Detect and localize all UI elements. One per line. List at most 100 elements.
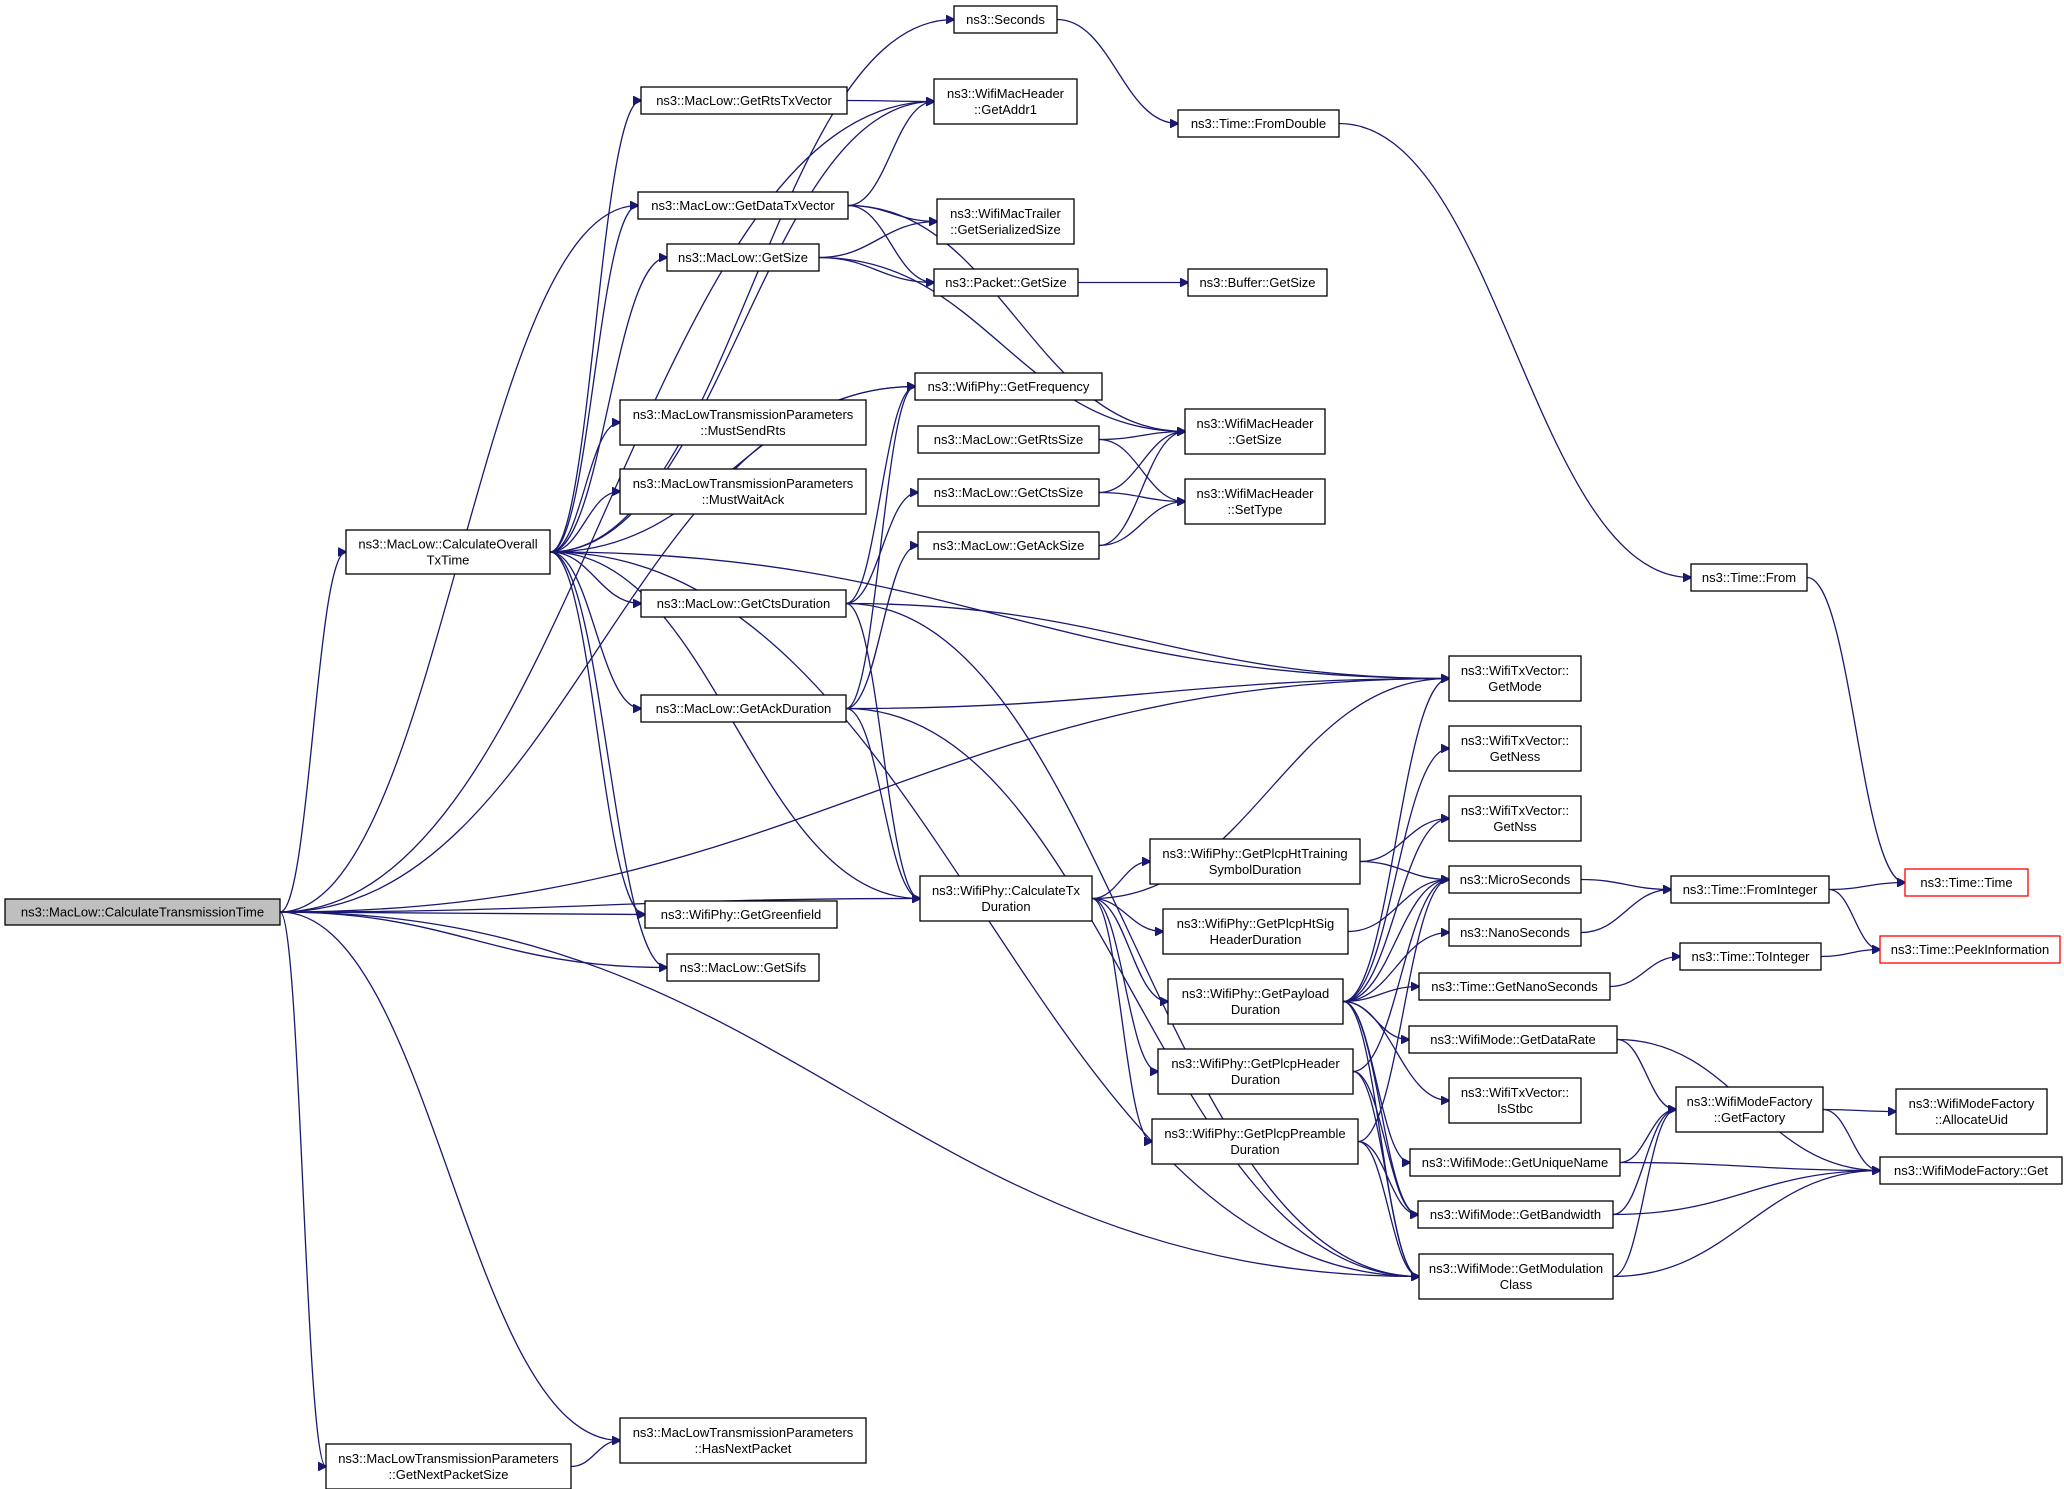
node-has-next-packet[interactable]: ns3::MacLowTransmissionParameters::HasNe… [619,1417,867,1464]
node-label: ns3::Packet::GetSize [945,275,1066,290]
edge-get_rts_tx_vector-to-hdr_get_addr1 [846,101,934,102]
edge-calc_tx_duration-to-ht_training [1091,862,1150,900]
node-trailer-serialized-size[interactable]: ns3::WifiMacTrailer::GetSerializedSize [936,198,1075,245]
node-must-wait-ack[interactable]: ns3::MacLowTransmissionParameters::MustW… [619,468,867,515]
node-box [1448,1077,1582,1124]
node-label: GetMode [1488,679,1541,694]
edge-get_ack_duration-to-get_ack_size [845,546,918,710]
node-hdr-get-addr1[interactable]: ns3::WifiMacHeader::GetAddr1 [933,78,1078,125]
node-get-rts-tx-vector[interactable]: ns3::MacLow::GetRtsTxVector [640,86,848,115]
node-get-ack-size[interactable]: ns3::MacLow::GetAckSize [917,531,1100,560]
node-get-next-packet-size[interactable]: ns3::MacLowTransmissionParameters::GetNe… [325,1443,572,1489]
edge-time_from-to-time_time [1806,576,1905,883]
edge-get_ack_size-to-hdr_get_size [1098,432,1185,547]
node-root[interactable]: ns3::MacLow::CalculateTransmissionTime [4,898,281,926]
node-label: ns3::WifiMacHeader [947,86,1065,101]
node-factory-allocate-uid[interactable]: ns3::WifiModeFactory::AllocateUid [1895,1088,2048,1135]
node-peek-information[interactable]: ns3::Time::PeekInformation [1879,935,2061,964]
node-get-cts-size[interactable]: ns3::MacLow::GetCtsSize [917,478,1100,507]
node-label: ns3::MacLow::CalculateTransmissionTime [21,905,264,920]
node-label: ns3::MacLowTransmissionParameters [633,407,854,422]
node-box [666,953,820,982]
node-label: ns3::Time::From [1702,570,1796,585]
node-mode-unique-name[interactable]: ns3::WifiMode::GetUniqueName [1409,1148,1621,1177]
node-ht-training[interactable]: ns3::WifiPhy::GetPlcpHtTrainingSymbolDur… [1149,838,1361,885]
edge-seconds-to-time_from_double [1056,18,1178,124]
edge-plcp_preamble_duration-to-micro_seconds [1357,880,1449,1143]
node-box [1418,1253,1614,1300]
node-buffer-get-size[interactable]: ns3::Buffer::GetSize [1187,268,1328,297]
node-get-greenfield[interactable]: ns3::WifiPhy::GetGreenfield [644,900,838,929]
node-txv-is-stbc[interactable]: ns3::WifiTxVector::IsStbc [1448,1077,1582,1124]
edge-time_to_integer-to-peek_information [1820,950,1880,958]
node-box [914,372,1103,401]
node-label: ns3::WifiPhy::GetPlcpHtSig [1177,916,1335,931]
node-label: ns3::MacLowTransmissionParameters [633,476,854,491]
node-time-time[interactable]: ns3::Time::Time [1904,868,2029,897]
node-box [1675,1086,1824,1133]
edge-mode_data_rate-to-factory_get_factory [1616,1038,1676,1110]
edge-calc_overall-to-txv_get_mode [549,551,1449,679]
node-box [1679,942,1822,971]
node-get-rts-size[interactable]: ns3::MacLow::GetRtsSize [917,425,1100,454]
node-mode-bandwidth[interactable]: ns3::WifiMode::GetBandwidth [1417,1200,1614,1229]
node-factory-get[interactable]: ns3::WifiModeFactory::Get [1879,1156,2063,1185]
edge-get_cts_duration-to-txv_get_mode [845,602,1449,679]
node-nano-seconds[interactable]: ns3::NanoSeconds [1448,918,1582,947]
node-time-from-double[interactable]: ns3::Time::FromDouble [1177,109,1340,138]
node-box [640,694,847,723]
edge-calc_tx_duration-to-plcp_preamble_duration [1091,897,1152,1142]
edge-get_data_tx_vector-to-packet_get_size [847,204,934,283]
node-mode-data-rate[interactable]: ns3::WifiMode::GetDataRate [1408,1025,1618,1054]
edge-get_next_packet_size-to-has_next_packet [570,1441,620,1468]
node-factory-get-factory[interactable]: ns3::WifiModeFactory::GetFactory [1675,1086,1824,1133]
node-time-from[interactable]: ns3::Time::From [1690,563,1808,592]
node-time-to-integer[interactable]: ns3::Time::ToInteger [1679,942,1822,971]
node-txv-get-ness[interactable]: ns3::WifiTxVector::GetNess [1448,725,1582,772]
node-seconds[interactable]: ns3::Seconds [953,5,1058,34]
node-hdr-set-type[interactable]: ns3::WifiMacHeader::SetType [1184,478,1326,525]
node-box [325,1443,572,1489]
node-label: ns3::Time::PeekInformation [1891,942,2049,957]
node-get-ack-duration[interactable]: ns3::MacLow::GetAckDuration [640,694,847,723]
node-hdr-get-size[interactable]: ns3::WifiMacHeader::GetSize [1184,408,1326,455]
node-txv-get-mode[interactable]: ns3::WifiTxVector::GetMode [1448,655,1582,702]
node-time-get-nano[interactable]: ns3::Time::GetNanoSeconds [1418,972,1611,1001]
node-label: ns3::MacLow::GetAckSize [933,538,1085,553]
node-box [1157,1048,1354,1095]
node-box [1184,408,1326,455]
node-maclow-get-size[interactable]: ns3::MacLow::GetSize [666,243,820,272]
node-get-cts-duration[interactable]: ns3::MacLow::GetCtsDuration [640,589,847,618]
node-box [953,5,1058,34]
edge-calc_overall-to-must_send_rts [549,423,620,553]
node-label: ns3::WifiMode::GetUniqueName [1422,1155,1608,1170]
node-label: Duration [1231,1002,1280,1017]
node-must-send-rts[interactable]: ns3::MacLowTransmissionParameters::MustS… [619,399,867,446]
node-label: ns3::Time::GetNanoSeconds [1431,979,1598,994]
node-label: ns3::Time::ToInteger [1691,949,1810,964]
node-phy-get-frequency[interactable]: ns3::WifiPhy::GetFrequency [914,372,1103,401]
node-label: ns3::WifiPhy::CalculateTx [932,883,1081,898]
node-micro-seconds[interactable]: ns3::MicroSeconds [1448,865,1582,894]
edge-get_cts_duration-to-phy_get_frequency [845,387,915,605]
node-get-data-tx-vector[interactable]: ns3::MacLow::GetDataTxVector [637,191,849,220]
edge-root-to-phy_get_frequency [279,387,915,913]
edge-ht_training-to-micro_seconds [1359,860,1449,880]
node-time-from-integer[interactable]: ns3::Time::FromInteger [1670,875,1830,904]
edge-mode_unique_name-to-factory_get [1619,1161,1880,1171]
edge-mode_modulation-to-factory_get [1612,1171,1880,1278]
edge-factory_get_factory-to-factory_get [1822,1108,1880,1171]
node-label: ns3::MacLowTransmissionParameters [633,1425,854,1440]
node-label: ns3::MacLow::GetRtsTxVector [656,93,832,108]
node-txv-get-nss[interactable]: ns3::WifiTxVector::GetNss [1448,795,1582,842]
node-packet-get-size[interactable]: ns3::Packet::GetSize [933,268,1079,297]
node-label: ns3::WifiTxVector:: [1461,733,1569,748]
node-get-sifs[interactable]: ns3::MacLow::GetSifs [666,953,820,982]
